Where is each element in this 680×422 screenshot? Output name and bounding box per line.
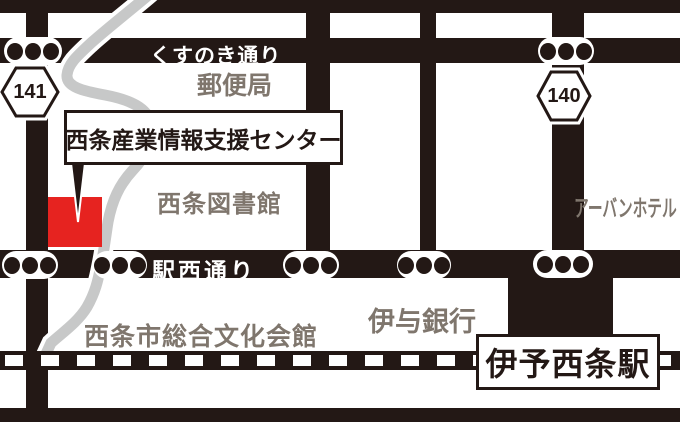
traffic-signal-icon <box>538 37 594 65</box>
signal-dot <box>540 42 556 60</box>
street-label-kusunoki: くすのき通り <box>150 45 282 68</box>
traffic-signal-icon <box>533 250 593 278</box>
traffic-signal-icon <box>397 251 451 279</box>
destination-pointer-icon <box>69 162 87 223</box>
signal-dot <box>434 256 450 274</box>
facility-label-culture-hall: 西条市総合文化会館 <box>84 323 319 351</box>
signal-dot <box>537 255 553 273</box>
route-141-badge-icon <box>0 66 60 118</box>
signal-dot <box>321 256 337 274</box>
traffic-signal-icon <box>283 251 339 279</box>
signal-dot <box>40 256 56 274</box>
traffic-signal-icon <box>4 37 62 65</box>
signal-dot <box>4 256 20 274</box>
signal-dot <box>398 256 414 274</box>
road-top <box>0 0 680 13</box>
signal-dot <box>25 42 41 60</box>
signal-dot <box>112 256 128 274</box>
road-bottom <box>0 408 680 422</box>
signal-dot <box>303 256 319 274</box>
signal-dot <box>22 256 38 274</box>
facility-label-urban-hotel: アーバンホテル <box>574 195 677 221</box>
traffic-signal-icon <box>93 251 147 279</box>
signal-dot <box>555 255 571 273</box>
signal-dot <box>7 42 23 60</box>
station-label-box: 伊予西条駅 <box>476 334 660 390</box>
facility-label-library: 西条図書館 <box>157 191 282 218</box>
signal-dot <box>43 42 59 60</box>
route-140-number: 140 <box>547 85 581 107</box>
destination-marker <box>48 197 102 247</box>
facility-label-post-office: 郵便局 <box>197 72 273 100</box>
road-vertical-center-right <box>420 13 436 278</box>
street-label-ekinishi: 駅西通り <box>152 258 256 284</box>
route-140-badge-icon <box>536 70 592 122</box>
facility-label-iyo-bank: 伊与銀行 <box>368 307 476 337</box>
signal-dot <box>576 42 592 60</box>
signal-dot <box>416 256 432 274</box>
signal-dot <box>130 256 146 274</box>
signal-dot <box>558 42 574 60</box>
traffic-signal-icon <box>2 251 58 279</box>
signal-dot <box>94 256 110 274</box>
signal-dot <box>573 255 589 273</box>
signal-dot <box>285 256 301 274</box>
destination-label-box: 西条産業情報支援センター <box>64 110 343 165</box>
route-141-number: 141 <box>13 81 47 103</box>
